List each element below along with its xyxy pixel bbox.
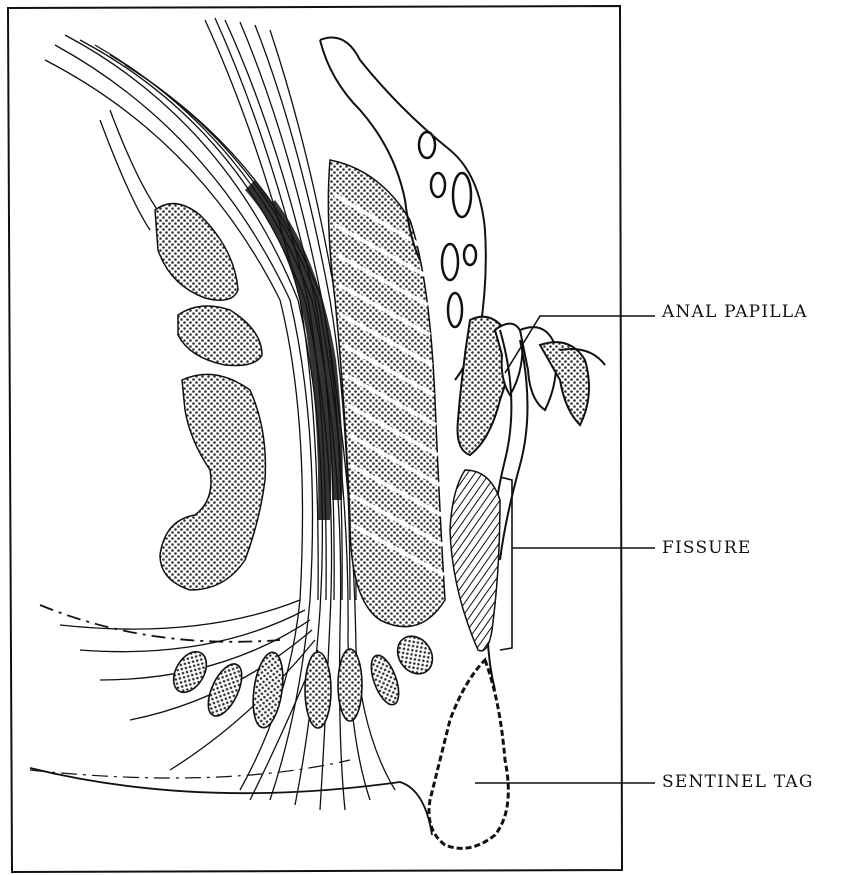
anal-papilla-structure xyxy=(458,317,606,455)
label-fissure: FISSURE xyxy=(662,538,751,558)
fissure-hatched-area xyxy=(450,470,500,651)
sentinel-tag-shape xyxy=(429,660,508,848)
anal-gland-ovals xyxy=(419,132,476,327)
internal-sphincter-lobes xyxy=(155,204,265,590)
external-sphincter-block xyxy=(328,160,445,627)
label-anal-papilla: ANAL PAPILLA xyxy=(662,302,808,322)
label-sentinel-tag: SENTINEL TAG xyxy=(662,772,814,792)
outer-boundary-lines xyxy=(30,605,432,835)
subcutaneous-sphincter-ovals xyxy=(167,629,440,729)
